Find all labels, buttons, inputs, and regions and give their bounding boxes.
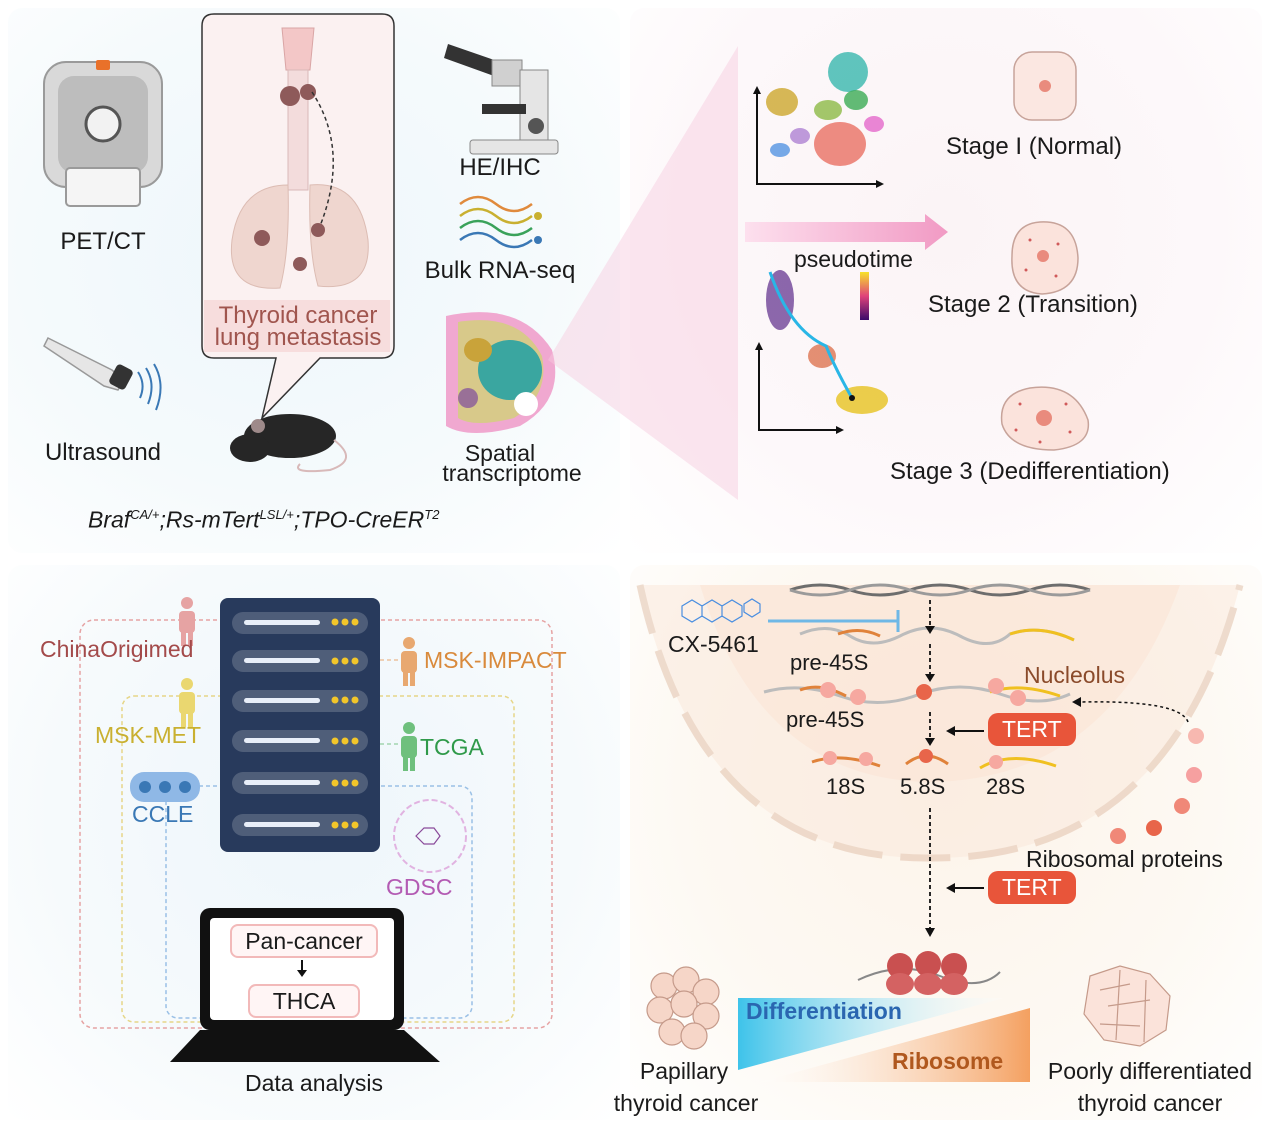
mouse-icon	[230, 414, 347, 473]
rrna-28s-label: 28S	[986, 774, 1026, 799]
pdtc-label-1: Poorly differentiated	[1047, 1058, 1253, 1084]
pet-ct-label: PET/CT	[60, 228, 146, 255]
msk-met-label: MSK-MET	[95, 722, 202, 748]
he-ihc-label: HE/IHC	[459, 154, 541, 181]
stage2-label: Stage 2 (Transition)	[928, 291, 1138, 318]
gdsc-label: GDSC	[386, 874, 453, 900]
pdtc-label-2: thyroid cancer	[1077, 1090, 1223, 1116]
spatial-label-2: transcriptome	[442, 460, 582, 486]
data-analysis-label: Data analysis	[244, 1070, 384, 1096]
spatial-tissue-icon	[446, 312, 556, 433]
ribosome-label: Ribosome	[892, 1048, 1004, 1074]
msk-impact-label: MSK-IMPACT	[424, 647, 567, 673]
metastasis-callout	[201, 13, 395, 421]
callout-line-1: Thyroid cancer	[218, 302, 378, 329]
stage1-label: Stage I (Normal)	[946, 133, 1123, 160]
bulk-rna-label: Bulk RNA-seq	[424, 257, 576, 284]
genotype-label: BrafCA/+;Rs-mTertLSL/+;TPO-CreERT2	[88, 506, 440, 533]
pre45s-label-1: pre-45S	[790, 650, 869, 675]
rrna-58s-label: 5.8S	[900, 774, 946, 799]
cx5461-label: CX-5461	[668, 631, 759, 657]
ptc-label-1: Papillary	[639, 1058, 729, 1084]
tert-badge-2: TERT	[988, 871, 1076, 905]
ptc-label-2: thyroid cancer	[613, 1090, 759, 1116]
pet-ct-scanner-icon	[43, 60, 163, 207]
microscope-icon	[444, 44, 559, 155]
nucleolus-label: Nucleolus	[1024, 662, 1125, 688]
differentiation-label: Differentiation	[746, 998, 902, 1024]
rna-waves-icon	[459, 195, 542, 249]
tcga-label: TCGA	[420, 734, 484, 760]
projection-beam	[548, 46, 738, 500]
ribosomal-proteins-label: Ribosomal proteins	[1026, 846, 1223, 872]
rrna-18s-label: 18S	[826, 774, 866, 799]
ultrasound-probe-icon	[43, 336, 162, 411]
stage3-label: Stage 3 (Dedifferentiation)	[890, 458, 1170, 485]
pan-cancer-box: Pan-cancer	[230, 924, 378, 958]
tert-badge-1: TERT	[988, 713, 1076, 747]
ultrasound-label: Ultrasound	[44, 439, 162, 466]
pseudotime-label: pseudotime	[794, 246, 913, 272]
thca-box: THCA	[248, 984, 360, 1018]
spatial-label-1: Spatial	[464, 440, 536, 466]
ccle-label: CCLE	[132, 801, 194, 827]
pre45s-label-2: pre-45S	[786, 707, 865, 732]
callout-line-2: lung metastasis	[214, 324, 382, 351]
chinaorigimed-label: ChinaOrigimed	[40, 636, 194, 662]
